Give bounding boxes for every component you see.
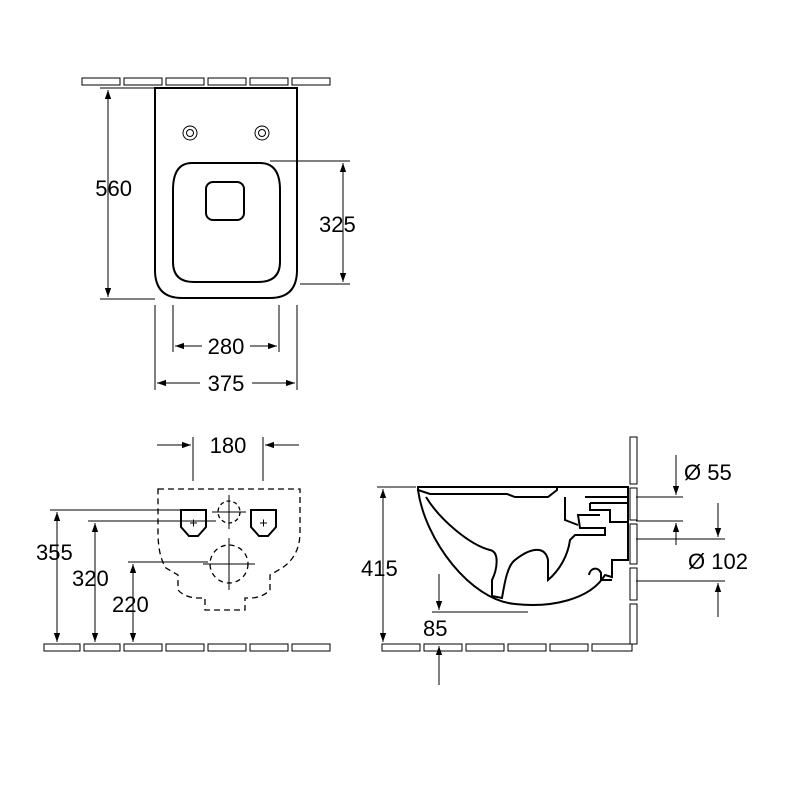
- dim-seat-width-label: 280: [208, 334, 245, 359]
- top-view: 560 325 280 375: [81, 77, 356, 396]
- dim-inlet-diameter: Ø 55: [636, 455, 732, 545]
- side-view: 415 85 Ø 55 Ø 102: [361, 436, 748, 685]
- outlet-pipe: [564, 496, 628, 526]
- dim-outlet-height: 220: [112, 561, 208, 642]
- dim-inlet-diameter-label: Ø 55: [684, 460, 732, 485]
- bowl-rim: [417, 486, 558, 498]
- dim-inlet-height: 320: [72, 520, 216, 642]
- dim-bolt-spacing-label: 180: [210, 433, 247, 458]
- bowl-outline: [154, 87, 298, 299]
- hinge-bolt-left: [182, 125, 198, 141]
- outlet-bottom: [588, 567, 612, 581]
- dim-bolt-height: 355: [36, 509, 184, 642]
- lid-square: [205, 181, 245, 221]
- dim-seat-width: 280: [172, 305, 280, 359]
- dim-inlet-height-label: 320: [72, 566, 109, 591]
- dim-outlet-diameter: Ø 102: [636, 503, 748, 617]
- rear-outline: [157, 488, 301, 611]
- dim-width: 375: [154, 305, 298, 396]
- hinge-bolt-right: [254, 125, 270, 141]
- dim-outlet-offset: 85: [423, 574, 528, 685]
- rear-view: 180 355 320 220: [36, 433, 331, 652]
- dim-outlet-offset-label: 85: [423, 616, 447, 641]
- bolt-pad-left: [180, 509, 207, 537]
- bowl-inner-profile: [425, 496, 606, 600]
- dim-rim-height-label: 415: [361, 556, 398, 581]
- dim-bolt-height-label: 355: [36, 540, 73, 565]
- outlet-circle: [203, 538, 255, 590]
- dim-width-label: 375: [208, 371, 245, 396]
- rear-floor-tiles: [43, 643, 331, 652]
- dim-outlet-height-label: 220: [112, 592, 149, 617]
- seat-outline: [172, 162, 281, 283]
- dim-seat-length: 325: [270, 160, 356, 285]
- side-floor-tiles: [381, 643, 633, 652]
- dim-rim-height: 415: [361, 486, 416, 642]
- dim-seat-length-label: 325: [319, 212, 356, 237]
- dim-outlet-diameter-label: Ø 102: [688, 549, 748, 574]
- bolt-pad-right: [250, 509, 277, 537]
- top-wall-tiles: [81, 77, 331, 86]
- dim-length: 560: [95, 87, 155, 300]
- bowl-outer-profile: [417, 486, 629, 606]
- side-wall-tiles: [629, 436, 638, 645]
- inlet-circle: [212, 495, 246, 529]
- dim-length-label: 560: [95, 176, 132, 201]
- dim-bolt-spacing: 180: [157, 433, 299, 481]
